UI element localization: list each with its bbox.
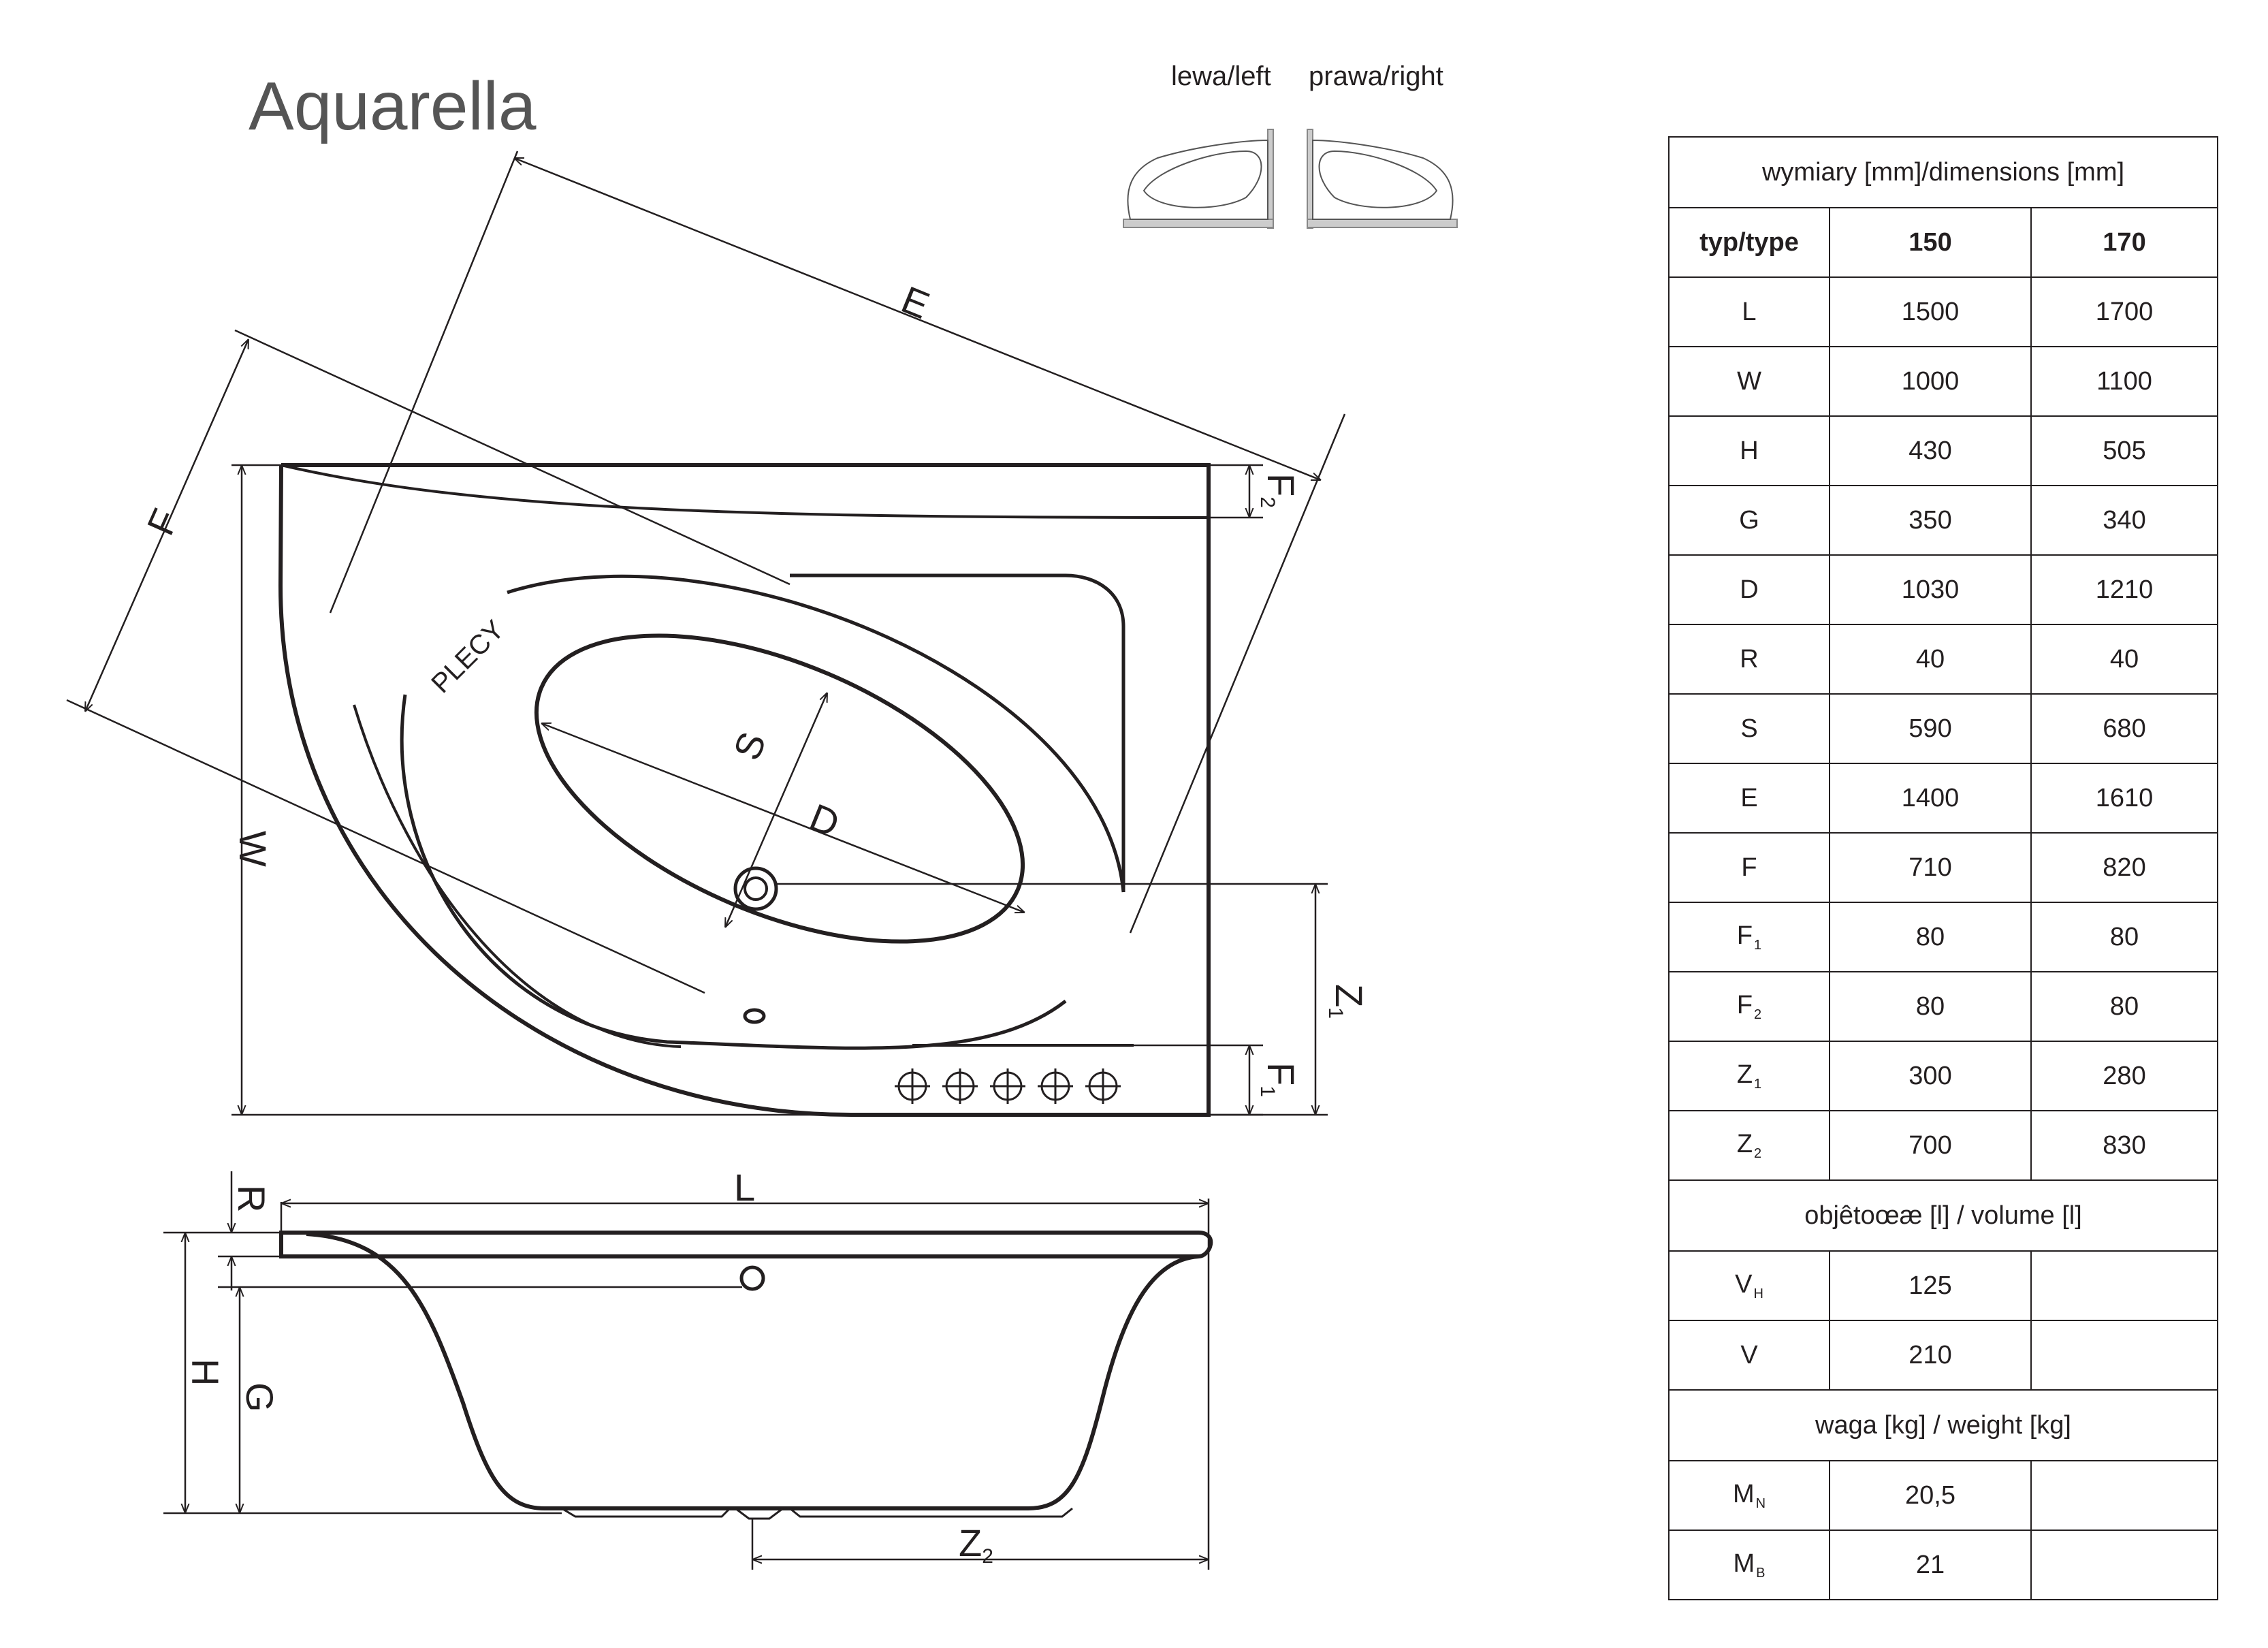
type-label: typ/type [1668,207,1830,278]
volume-header: objêtoœæ [l] / volume [l] [1667,1179,2219,1252]
value-170: 80 [2030,971,2219,1042]
row-label: G [1668,485,1830,556]
table-row: W 1000 1100 [1668,346,2219,417]
label-R: R [230,1185,273,1212]
side-view: L R H G Z2 [163,1166,1213,1570]
value-170: 1100 [2030,346,2219,417]
value-170: 1610 [2030,763,2219,834]
value-170 [2030,1250,2219,1321]
value-170 [2030,1320,2219,1391]
label-W: W [231,831,274,867]
value-170: 280 [2030,1041,2219,1111]
label-L: L [734,1166,755,1209]
table-row: R 40 40 [1668,624,2219,695]
value-150: 80 [1829,902,2032,972]
value-150: 125 [1829,1250,2032,1321]
label-F2: F2 [1256,473,1303,508]
type-170: 170 [2030,207,2219,278]
value-150: 1400 [1829,763,2032,834]
value-170: 820 [2030,832,2219,903]
value-170: 40 [2030,624,2219,695]
value-170: 340 [2030,485,2219,556]
value-170: 80 [2030,902,2219,972]
label-F1: F1 [1256,1062,1303,1097]
label-H: H [184,1359,227,1386]
value-150: 300 [1829,1041,2032,1111]
weight-header: waga [kg] / weight [kg] [1667,1389,2219,1461]
value-170: 830 [2030,1110,2219,1181]
table-row: E 1400 1610 [1668,763,2219,834]
value-150: 210 [1829,1320,2032,1391]
row-label: F [1668,832,1830,903]
value-170: 1700 [2030,276,2219,347]
table-row: G 350 340 [1668,485,2219,556]
value-150: 1000 [1829,346,2032,417]
table-row: L 1500 1700 [1668,276,2219,347]
value-150: 80 [1829,971,2032,1042]
table-row: F 710 820 [1668,832,2219,903]
label-Z1: Z1 [1324,984,1371,1019]
label-E: E [896,278,936,327]
table-row: S 590 680 [1668,693,2219,764]
label-G: G [238,1382,281,1412]
label-D: D [804,795,846,846]
type-150: 150 [1829,207,2032,278]
label-Z2: Z2 [959,1521,993,1568]
value-170: 505 [2030,415,2219,486]
value-150: 430 [1829,415,2032,486]
table-row: H 430 505 [1668,415,2219,486]
label-S: S [725,726,774,765]
value-170 [2030,1460,2219,1531]
variant-thumbnails: lewa/left prawa/right [1123,61,1458,229]
left-variant-icon [1123,129,1274,229]
product-title: Aquarella [249,68,537,144]
dimensions-header: wymiary [mm]/dimensions [mm] [1667,136,2219,208]
tap-holes [895,1068,1121,1104]
row-label: L [1668,276,1830,347]
row-label: S [1668,693,1830,764]
value-150: 21 [1829,1530,2032,1600]
row-label: R [1668,624,1830,695]
value-170 [2030,1530,2219,1600]
dimensions-table: wymiary [mm]/dimensions [mm] typ/type 15… [1667,136,2219,1600]
value-150: 1500 [1829,276,2032,347]
value-150: 700 [1829,1110,2032,1181]
row-label: H [1668,415,1830,486]
value-150: 590 [1829,693,2032,764]
table-row: V 210 [1668,1320,2219,1391]
top-view: E F F2 F1 Z1 W S D PLECY [66,150,1371,1117]
value-150: 40 [1829,624,2032,695]
value-150: 20,5 [1829,1460,2032,1531]
value-170: 680 [2030,693,2219,764]
row-label: E [1668,763,1830,834]
left-variant-label: lewa/left [1171,61,1271,91]
value-170: 1210 [2030,554,2219,625]
right-variant-label: prawa/right [1309,61,1443,91]
value-150: 710 [1829,832,2032,903]
row-label: D [1668,554,1830,625]
row-label: W [1668,346,1830,417]
table-row: D 1030 1210 [1668,554,2219,625]
value-150: 1030 [1829,554,2032,625]
label-plecy: PLECY [426,614,510,699]
row-label: V [1668,1320,1830,1391]
right-variant-icon [1307,129,1458,229]
value-150: 350 [1829,485,2032,556]
